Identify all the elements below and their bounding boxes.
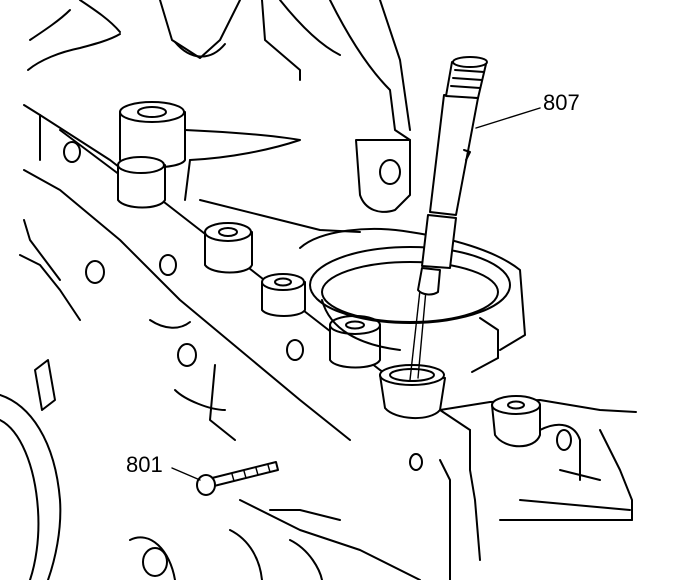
callout-801: 801: [126, 452, 163, 477]
lower-casting: [129, 319, 451, 580]
leader-801: [171, 467, 201, 481]
cylinder-bore: [299, 227, 526, 373]
upper-left-casting: [27, 0, 241, 71]
callout-807: 807: [543, 90, 580, 115]
upper-right-structure: [261, 0, 411, 213]
installer-tool: [409, 56, 488, 381]
leader-807: [475, 107, 541, 129]
seal-cup: [379, 364, 446, 420]
right-casting: [439, 395, 637, 561]
left-edge-ring: [0, 359, 62, 580]
casting-bosses: [117, 101, 381, 369]
cone-housing: [184, 129, 361, 233]
leader-lines: [171, 107, 541, 481]
bolt: [196, 461, 279, 496]
